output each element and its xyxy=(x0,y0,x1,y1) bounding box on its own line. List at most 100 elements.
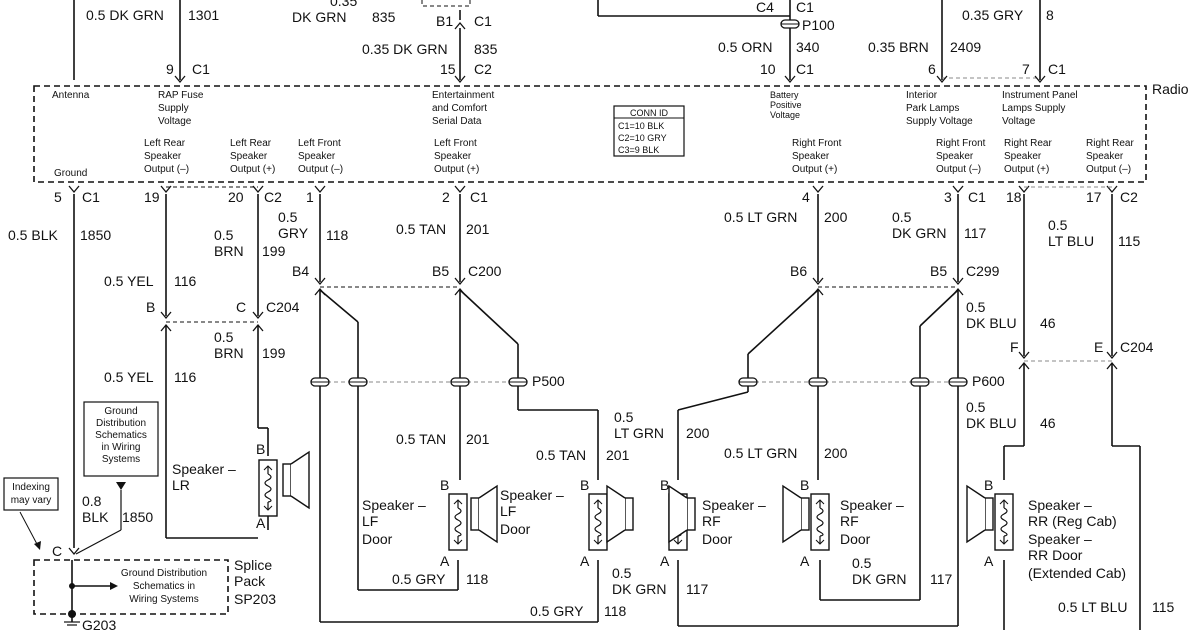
svg-text:0.5: 0.5 xyxy=(892,209,912,225)
speaker-wires xyxy=(73,194,1141,630)
svg-text:Door: Door xyxy=(362,531,393,547)
svg-text:Door: Door xyxy=(702,531,733,547)
speaker-rf-door: B A Speaker – RF Door xyxy=(660,477,766,569)
svg-text:Speaker: Speaker xyxy=(1086,151,1124,162)
svg-text:B: B xyxy=(256,441,265,457)
svg-text:17: 17 xyxy=(1086,189,1102,205)
svg-text:Right Rear: Right Rear xyxy=(1086,138,1134,149)
svg-text:B: B xyxy=(146,299,155,315)
svg-text:19: 19 xyxy=(144,189,160,205)
svg-text:115: 115 xyxy=(1152,599,1175,615)
svg-text:Output (+): Output (+) xyxy=(230,164,275,175)
svg-text:0.5 ORN: 0.5 ORN xyxy=(718,39,772,55)
conn-id-box: CONN ID C1=10 BLK C2=10 GRY C3=9 BLK xyxy=(613,105,685,157)
svg-text:Right Front: Right Front xyxy=(792,138,842,149)
svg-text:Output (+): Output (+) xyxy=(1004,164,1049,175)
svg-text:C2: C2 xyxy=(474,61,492,77)
svg-text:340: 340 xyxy=(796,39,820,55)
svg-text:A: A xyxy=(256,515,266,531)
svg-text:117: 117 xyxy=(930,571,953,587)
svg-text:0.5: 0.5 xyxy=(852,555,872,571)
svg-text:0.5 LT GRN: 0.5 LT GRN xyxy=(724,445,797,461)
svg-text:and Comfort: and Comfort xyxy=(432,103,487,114)
svg-text:117: 117 xyxy=(964,225,987,241)
svg-text:0.5 LT BLU: 0.5 LT BLU xyxy=(1058,599,1128,615)
svg-text:Positive: Positive xyxy=(770,100,802,110)
svg-text:Output (+): Output (+) xyxy=(792,164,837,175)
svg-text:Park Lamps: Park Lamps xyxy=(906,103,959,114)
svg-text:Speaker –: Speaker – xyxy=(500,487,564,503)
svg-text:46: 46 xyxy=(1040,315,1056,331)
svg-text:Ground: Ground xyxy=(54,168,87,179)
svg-text:BRN: BRN xyxy=(214,243,244,259)
svg-text:B4: B4 xyxy=(292,263,309,279)
radio-bottom-connectors xyxy=(68,185,1118,193)
svg-text:118: 118 xyxy=(604,603,627,619)
svg-text:C1: C1 xyxy=(968,189,986,205)
svg-text:C1: C1 xyxy=(470,189,488,205)
svg-text:(Extended Cab): (Extended Cab) xyxy=(1028,565,1126,581)
svg-text:Schematics: Schematics xyxy=(95,430,147,441)
svg-text:Door: Door xyxy=(840,531,871,547)
svg-text:RF: RF xyxy=(702,513,721,529)
svg-text:C4: C4 xyxy=(756,0,774,15)
svg-text:DK BLU: DK BLU xyxy=(966,315,1017,331)
svg-text:BLK: BLK xyxy=(82,509,109,525)
svg-text:1850: 1850 xyxy=(80,227,111,243)
svg-text:201: 201 xyxy=(466,431,490,447)
svg-text:RR (Reg Cab): RR (Reg Cab) xyxy=(1028,513,1117,529)
svg-text:C1=10 BLK: C1=10 BLK xyxy=(618,121,664,131)
svg-text:Speaker: Speaker xyxy=(936,151,974,162)
svg-text:46: 46 xyxy=(1040,415,1056,431)
svg-text:0.5 DK GRN: 0.5 DK GRN xyxy=(86,7,164,23)
radio-pin-labels-bottom: Ground Left Rear Speaker Output (–) Left… xyxy=(54,138,1134,179)
svg-text:200: 200 xyxy=(686,425,710,441)
svg-text:A: A xyxy=(660,553,670,569)
svg-text:Output (+): Output (+) xyxy=(434,164,479,175)
svg-text:Supply Voltage: Supply Voltage xyxy=(906,116,973,127)
svg-text:C299: C299 xyxy=(966,263,1000,279)
speaker-lf-door-2: B A xyxy=(580,477,634,569)
svg-text:P500: P500 xyxy=(532,373,565,389)
svg-text:200: 200 xyxy=(824,209,848,225)
svg-text:Speaker: Speaker xyxy=(792,151,830,162)
svg-text:Battery: Battery xyxy=(770,90,799,100)
svg-text:RR Door: RR Door xyxy=(1028,547,1083,563)
svg-text:Entertainment: Entertainment xyxy=(432,90,494,101)
svg-text:SP203: SP203 xyxy=(234,591,276,607)
svg-text:Voltage: Voltage xyxy=(158,116,192,127)
svg-text:5: 5 xyxy=(54,189,62,205)
svg-text:0.5: 0.5 xyxy=(1048,217,1068,233)
svg-text:Systems: Systems xyxy=(102,454,140,465)
svg-text:LF: LF xyxy=(500,503,516,519)
svg-text:Left Front: Left Front xyxy=(434,138,477,149)
svg-text:Left Rear: Left Rear xyxy=(144,138,186,149)
svg-text:B5: B5 xyxy=(432,263,449,279)
svg-text:B5: B5 xyxy=(930,263,947,279)
svg-text:115: 115 xyxy=(1118,233,1141,249)
svg-text:Door: Door xyxy=(500,521,531,537)
svg-text:E: E xyxy=(1094,339,1103,355)
svg-text:0.8: 0.8 xyxy=(82,493,102,509)
svg-text:C204: C204 xyxy=(1120,339,1154,355)
svg-text:3: 3 xyxy=(944,189,952,205)
svg-text:Ground: Ground xyxy=(104,406,137,417)
svg-text:2: 2 xyxy=(442,189,450,205)
svg-text:0.5: 0.5 xyxy=(614,409,634,425)
svg-text:F: F xyxy=(1010,339,1019,355)
svg-text:RF: RF xyxy=(840,513,859,529)
svg-text:B: B xyxy=(984,477,993,493)
svg-text:20: 20 xyxy=(228,189,244,205)
svg-text:A: A xyxy=(800,553,810,569)
svg-text:Speaker –: Speaker – xyxy=(840,497,904,513)
svg-text:Pack: Pack xyxy=(234,573,266,589)
svg-text:835: 835 xyxy=(372,9,396,25)
svg-text:DK BLU: DK BLU xyxy=(966,415,1017,431)
svg-text:C2: C2 xyxy=(264,189,282,205)
svg-text:1301: 1301 xyxy=(188,7,219,23)
svg-text:Speaker: Speaker xyxy=(434,151,472,162)
svg-text:Indexing: Indexing xyxy=(12,482,50,493)
svg-text:B6: B6 xyxy=(790,263,807,279)
svg-text:C1: C1 xyxy=(796,61,814,77)
